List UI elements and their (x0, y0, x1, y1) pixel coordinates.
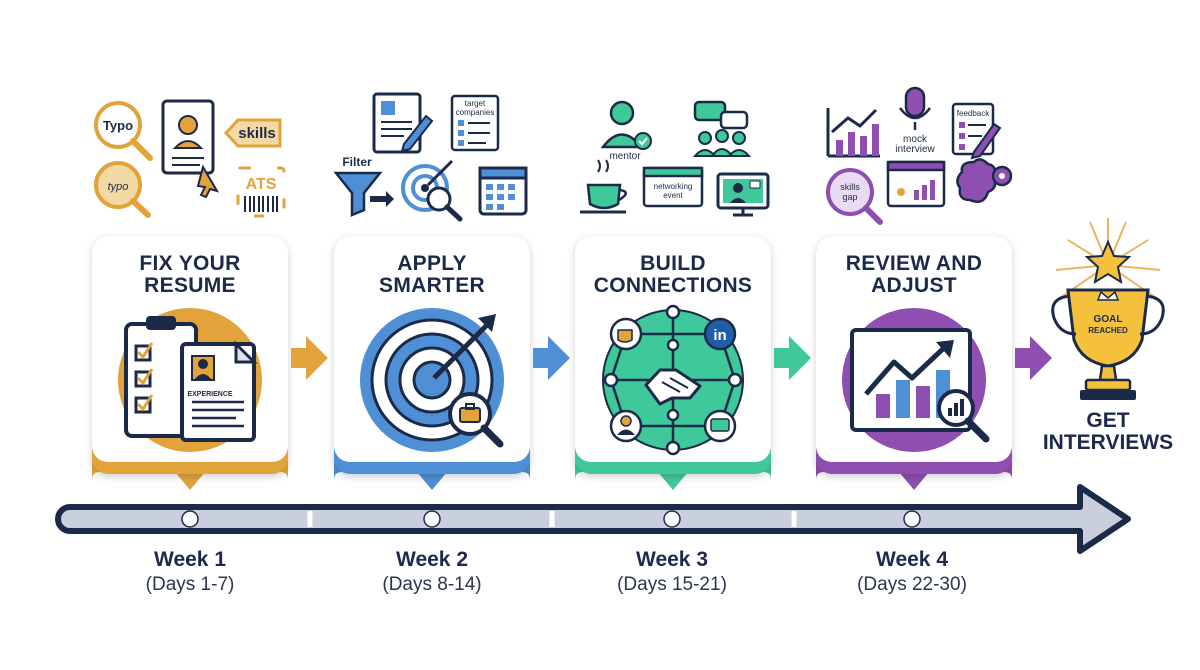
step-1-top-icons (94, 99, 286, 218)
skills-label: skills (238, 125, 276, 142)
step-4-title-line-2: ADJUST (871, 274, 957, 297)
trophy-reached-label: REACHED (1088, 326, 1128, 335)
step-4-arrow (1015, 336, 1052, 380)
networking-label-1: networking (654, 182, 693, 191)
brain-icon (956, 158, 997, 203)
step-2-title-line-2: SMARTER (379, 274, 485, 297)
week-1-label: Week 1 (154, 548, 226, 571)
skills-gap-label-1: skills (840, 182, 860, 192)
step-2-title: APPLY SMARTER (335, 253, 529, 297)
step-2-title-line-1: APPLY (397, 252, 467, 275)
feedback-doc-label: feedback (957, 109, 990, 118)
microphone-icon (904, 86, 926, 118)
skills-tag-icon (223, 118, 282, 148)
arrow-icon (370, 191, 394, 207)
week-3-marker (663, 510, 681, 528)
experience-label: EXPERIENCE (187, 391, 232, 398)
network-icon (602, 304, 744, 456)
step-1-title-line-2: RESUME (144, 274, 236, 297)
week-2-days: (Days 8-14) (382, 574, 482, 595)
step-3-arrow (774, 336, 811, 380)
week-2-label: Week 2 (396, 548, 468, 571)
week-1-days: (Days 1-7) (145, 574, 235, 595)
magnifier-icon (94, 101, 142, 149)
target-icon (360, 308, 504, 452)
funnel-icon (333, 171, 383, 217)
step-3-title-line-1: BUILD (640, 252, 706, 275)
ats-label: ATS (246, 176, 277, 193)
week-1-marker (181, 510, 199, 528)
week-4-days: (Days 22-30) (857, 574, 967, 595)
typo-label: Typo (103, 118, 133, 133)
linkedin-label: in (713, 327, 726, 344)
mentor-icon (609, 100, 635, 126)
week-4-label: Week 4 (876, 548, 948, 571)
typo2-label: typo (108, 181, 129, 193)
networking-label-2: event (663, 191, 683, 200)
step-4-title: REVIEW AND ADJUST (817, 253, 1011, 297)
week-2-marker (423, 510, 441, 528)
target-companies-label-2: companies (456, 108, 495, 117)
chart-review-icon (842, 308, 990, 452)
step-3-title: BUILD CONNECTIONS (576, 253, 770, 297)
resume-icon (161, 99, 215, 175)
people-icon (698, 131, 712, 145)
magnifier-icon (94, 161, 142, 209)
week-3-days: (Days 15-21) (617, 574, 727, 595)
mock-label-1: mock (903, 134, 928, 145)
timeline-arrow (55, 484, 1131, 554)
step-2-arrow (533, 336, 570, 380)
step-1-title: FIX YOUR RESUME (93, 253, 287, 297)
mentor-label: mentor (609, 151, 641, 162)
step-4-top-icons (826, 86, 1013, 225)
pencil-icon (970, 122, 1002, 160)
goal-title-line-2: INTERVIEWS (1042, 431, 1174, 454)
step-1-title-line-1: FIX YOUR (139, 252, 241, 275)
mock-label-2: interview (895, 144, 935, 155)
resume-checklist-icon (118, 308, 262, 452)
step-2-top-icons (333, 92, 528, 222)
step-3-title-line-2: CONNECTIONS (593, 274, 753, 297)
step-1-arrow (291, 336, 328, 380)
target-companies-label-1: target (465, 99, 486, 108)
chart-feedback-label: feedback (891, 431, 936, 443)
goal-title: GET INTERVIEWS (1028, 410, 1188, 454)
pen-icon (400, 114, 434, 153)
skills-gap-label-2: gap (842, 192, 857, 202)
week-4-marker (903, 510, 921, 528)
trophy-icon (1051, 218, 1165, 400)
coffee-icon (586, 183, 622, 210)
trophy-goal-label: GOAL (1094, 314, 1123, 325)
week-3-label: Week 3 (636, 548, 708, 571)
step-3-top-icons (580, 100, 770, 217)
filter-label: Filter (342, 155, 372, 169)
ats-icon (236, 166, 286, 218)
skills-gap-icon (826, 168, 874, 216)
step-4-title-line-1: REVIEW AND (845, 252, 983, 275)
timeline (55, 484, 1131, 554)
cursor-icon (196, 164, 220, 199)
goal-title-line-1: GET (1086, 409, 1130, 432)
